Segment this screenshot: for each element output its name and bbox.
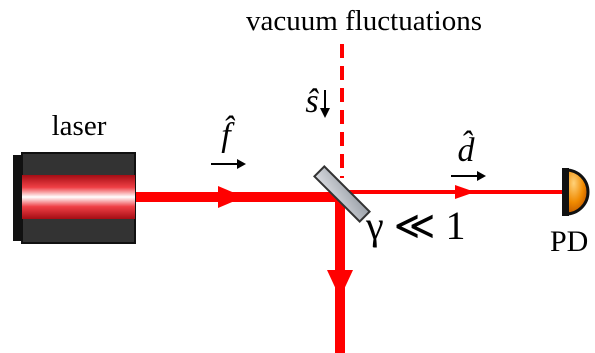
input-beam-arrowhead — [218, 186, 244, 208]
detector-label: PD — [550, 225, 588, 258]
laser-source-icon — [13, 152, 136, 244]
vacuum-operator-arrow — [320, 90, 330, 118]
input-operator-label: f̂ — [221, 115, 235, 154]
output-beam-arrowhead — [455, 185, 475, 199]
diagram-title: vacuum fluctuations — [246, 5, 482, 37]
input-operator-arrow — [211, 159, 246, 169]
photodetector-icon — [562, 168, 590, 216]
output-operator-label: d̂ — [458, 130, 476, 169]
vacuum-operator-label: ŝ — [305, 83, 319, 120]
laser-label: laser — [52, 110, 107, 142]
output-operator-arrow — [451, 171, 486, 181]
beam-splitter-icon — [313, 165, 371, 223]
splitter-ratio-label: γ ≪ 1 — [365, 203, 466, 248]
reflected-beam-arrowhead — [327, 270, 353, 298]
